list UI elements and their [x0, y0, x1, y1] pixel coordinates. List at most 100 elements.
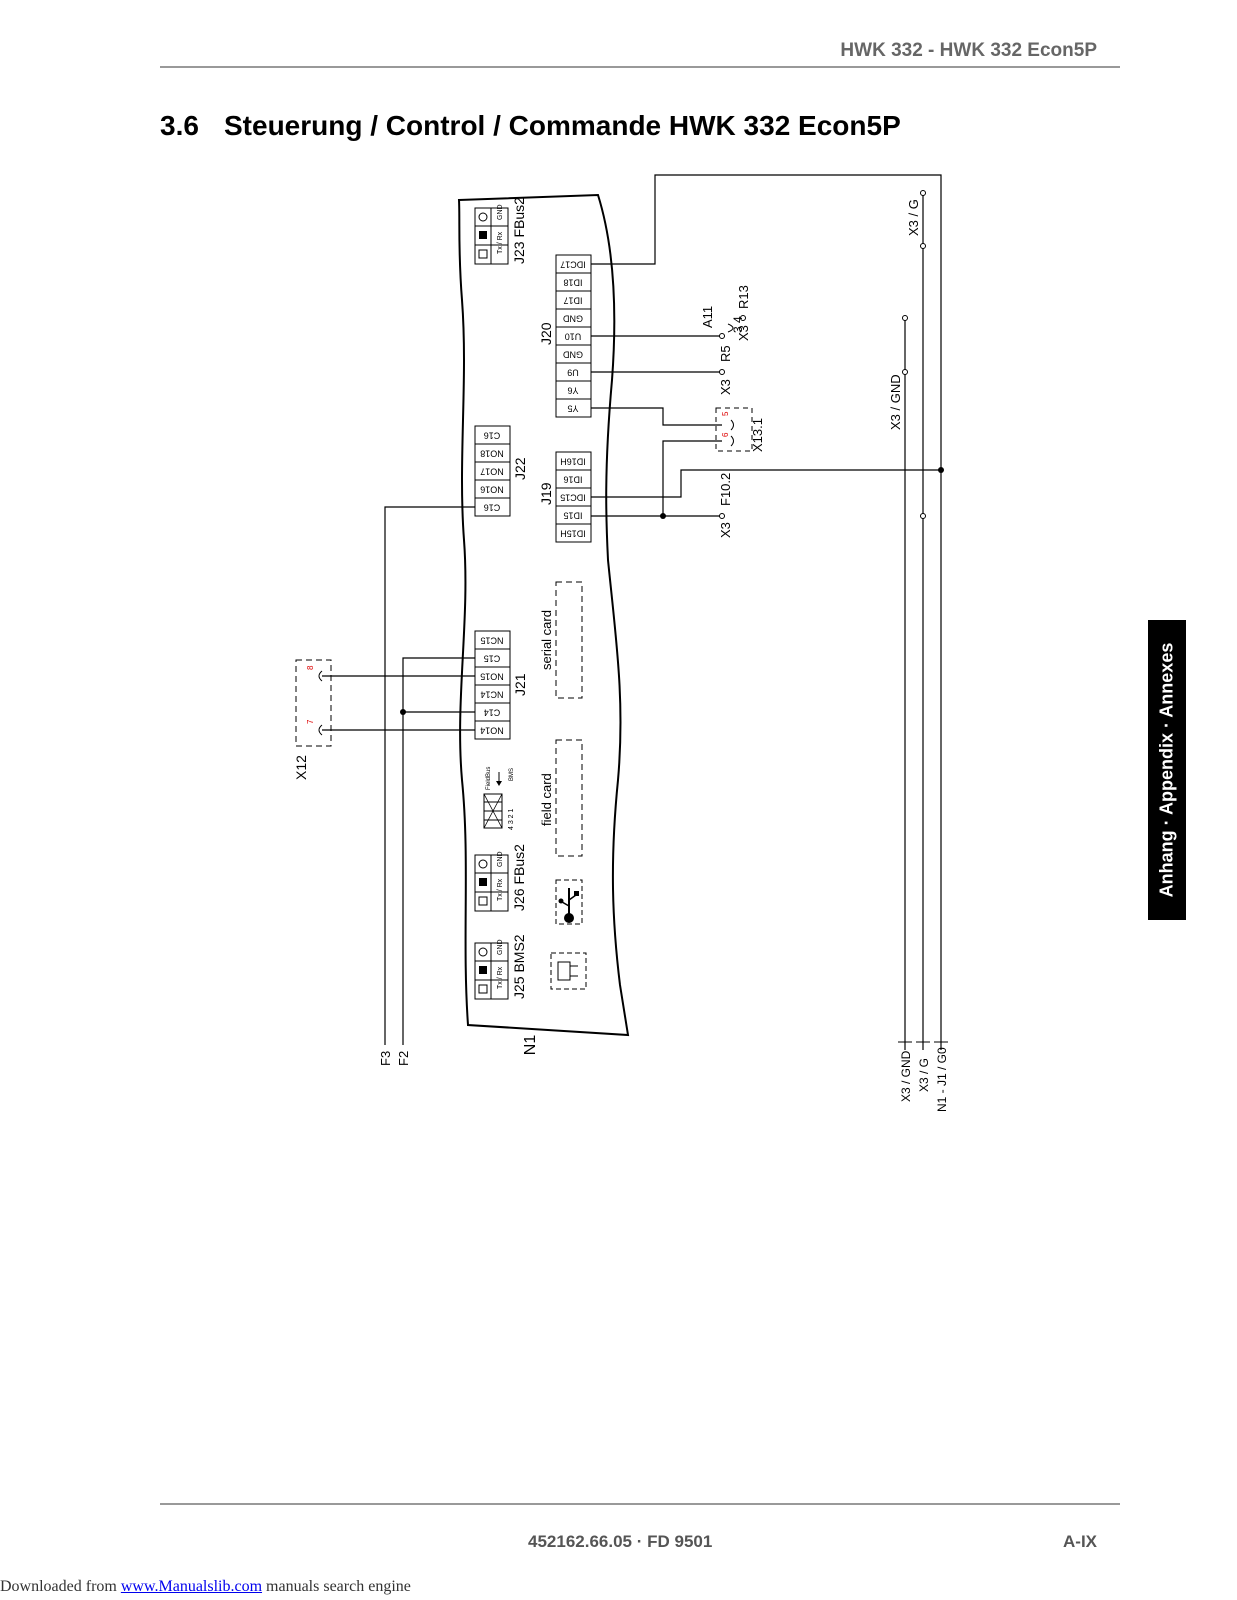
- diagram-text: GND: [563, 350, 584, 360]
- diagram-text: NC15: [480, 636, 503, 646]
- diagram-path: [318, 670, 323, 682]
- wire-idc15: [591, 469, 941, 498]
- diagram-text: NO18: [480, 449, 504, 459]
- j25-label: J25 BMS2: [511, 934, 527, 999]
- j19-label: J19: [538, 482, 554, 505]
- diagram-text: NO15: [480, 672, 504, 682]
- x3-label-f10: X3: [718, 522, 733, 538]
- wire-idc17: [591, 174, 942, 1050]
- diagram-circle: [400, 709, 406, 715]
- bus-g-label: X3 / G: [917, 1058, 931, 1092]
- diagram-path: [318, 724, 323, 736]
- diagram-path: [730, 419, 734, 431]
- r13-label: R13: [736, 285, 751, 309]
- plus-pin-icon: [479, 878, 487, 886]
- diagram-text: NO14: [480, 726, 504, 736]
- diagram-text: Tx / Rx: [497, 966, 504, 989]
- f2-label: F2: [396, 1051, 411, 1066]
- footer-doc-number: 452162.66.05 · FD 9501: [528, 1532, 713, 1551]
- side-tab-label: Anhang · Appendix · Annexes: [1156, 642, 1177, 898]
- j23-label: J23 FBus2: [511, 197, 527, 264]
- x13-pin-5: 5: [721, 411, 730, 416]
- wire-f3: [384, 506, 475, 1045]
- section-title: Steuerung / Control / Commande HWK 332 E…: [224, 110, 901, 141]
- dip-numbers: 4 3 2 1: [508, 808, 515, 830]
- usb-port: [555, 879, 583, 925]
- j22-connector: C16 NO18 NO17 NO16 C16 J22: [474, 425, 528, 517]
- j23-connector: Tx / Rx GND J23 FBus2: [474, 197, 527, 265]
- diagram-text: GND: [497, 204, 504, 220]
- diagram-circle: [719, 513, 725, 519]
- diagram-text: ID16H: [560, 457, 586, 467]
- diagram-text: ID15H: [560, 529, 586, 539]
- diagram-text: C16: [484, 503, 501, 513]
- diagram-text: Y6: [567, 386, 578, 396]
- diagram-circle: [740, 315, 746, 321]
- dip-fieldbus-label: FieldBus: [486, 767, 492, 790]
- diagram-circle: [938, 467, 944, 473]
- wire-c15: [402, 657, 475, 1045]
- diagram-circle: [558, 898, 564, 904]
- field-card-label: field card: [539, 773, 554, 826]
- diagram-text: C14: [484, 708, 501, 718]
- section-number: 3.6: [160, 110, 199, 141]
- f3-label: F3: [378, 1051, 393, 1066]
- diagram-text: NO16: [480, 485, 504, 495]
- j22-label: J22: [512, 457, 528, 480]
- diagram-circle: [920, 190, 926, 196]
- manualslib-link[interactable]: www.Manualslib.com: [120, 1578, 263, 1595]
- diagram-text: NC14: [480, 690, 503, 700]
- a11-pins-label: 3 4: [731, 316, 745, 333]
- download-suffix: manuals search engine: [262, 1578, 411, 1595]
- plus-pin-icon: [479, 966, 487, 974]
- wire-x13-return: [662, 440, 722, 516]
- diagram-rect: [557, 961, 571, 981]
- diagram-circle: [719, 369, 725, 375]
- wire-y5: [591, 407, 722, 426]
- section-heading: 3.6 Steuerung / Control / Commande HWK 33…: [160, 110, 901, 142]
- j20-connector: IDC17 ID18 ID17 GND U10 GND U9 Y6 Y5 J20: [538, 254, 592, 418]
- field-card-slot: [555, 739, 583, 857]
- x12-block: [295, 659, 332, 747]
- x12-label: X12: [293, 755, 309, 780]
- j21-label: J21: [512, 673, 528, 696]
- j25-connector: Tx / Rx GND J25 BMS2: [474, 934, 527, 1000]
- x3-g-top-label: X3 / G: [906, 199, 921, 236]
- diagram-text: U9: [567, 368, 579, 378]
- diagram-text: IDC15: [560, 493, 586, 503]
- diagram-line: [483, 793, 503, 829]
- f10-2-label: F10.2: [718, 473, 733, 506]
- x13-1-label: X13.1: [750, 418, 765, 452]
- diagram-text: Tx / Rx: [497, 231, 504, 254]
- header-rule: [160, 66, 1120, 68]
- footer-rule: [160, 1503, 1120, 1505]
- j21-connector: NC15 C15 NO15 NC14 C14 NO14 J21: [474, 630, 528, 740]
- arrow-down-icon: [496, 781, 502, 786]
- diagram-rect: [550, 952, 587, 990]
- document-title: HWK 332 - HWK 332 Econ5P: [840, 40, 1097, 61]
- diagram-rect: [574, 891, 579, 896]
- serial-card-slot: [555, 581, 583, 699]
- diagram-circle: [920, 513, 926, 519]
- serial-card-label: serial card: [539, 610, 554, 670]
- j26-label: J26 FBus2: [511, 844, 527, 911]
- j20-label: J20: [538, 322, 554, 345]
- dip-switch: 4 3 2 1 FieldBus BMS: [483, 767, 515, 830]
- diagram-path: [727, 323, 734, 333]
- diagram-rect: [474, 425, 511, 517]
- display-port: [550, 952, 587, 990]
- diagram-text: ID16: [563, 475, 582, 485]
- j26-connector: Tx / Rx GND J26 FBus2: [474, 844, 527, 912]
- minus-pin-icon: [478, 984, 488, 994]
- diagram-text: ID18: [563, 278, 582, 288]
- r5-label: R5: [718, 345, 733, 362]
- dip-bms-label: BMS: [509, 768, 515, 781]
- x3-label-a11: X3: [736, 325, 751, 341]
- diagram-circle: [902, 315, 908, 321]
- diagram-rect: [555, 879, 583, 925]
- minus-pin-icon: [478, 896, 488, 906]
- gnd-pin-icon: [478, 212, 488, 222]
- diagram-text: IDC17: [560, 260, 586, 270]
- diagram-text: GND: [563, 314, 584, 324]
